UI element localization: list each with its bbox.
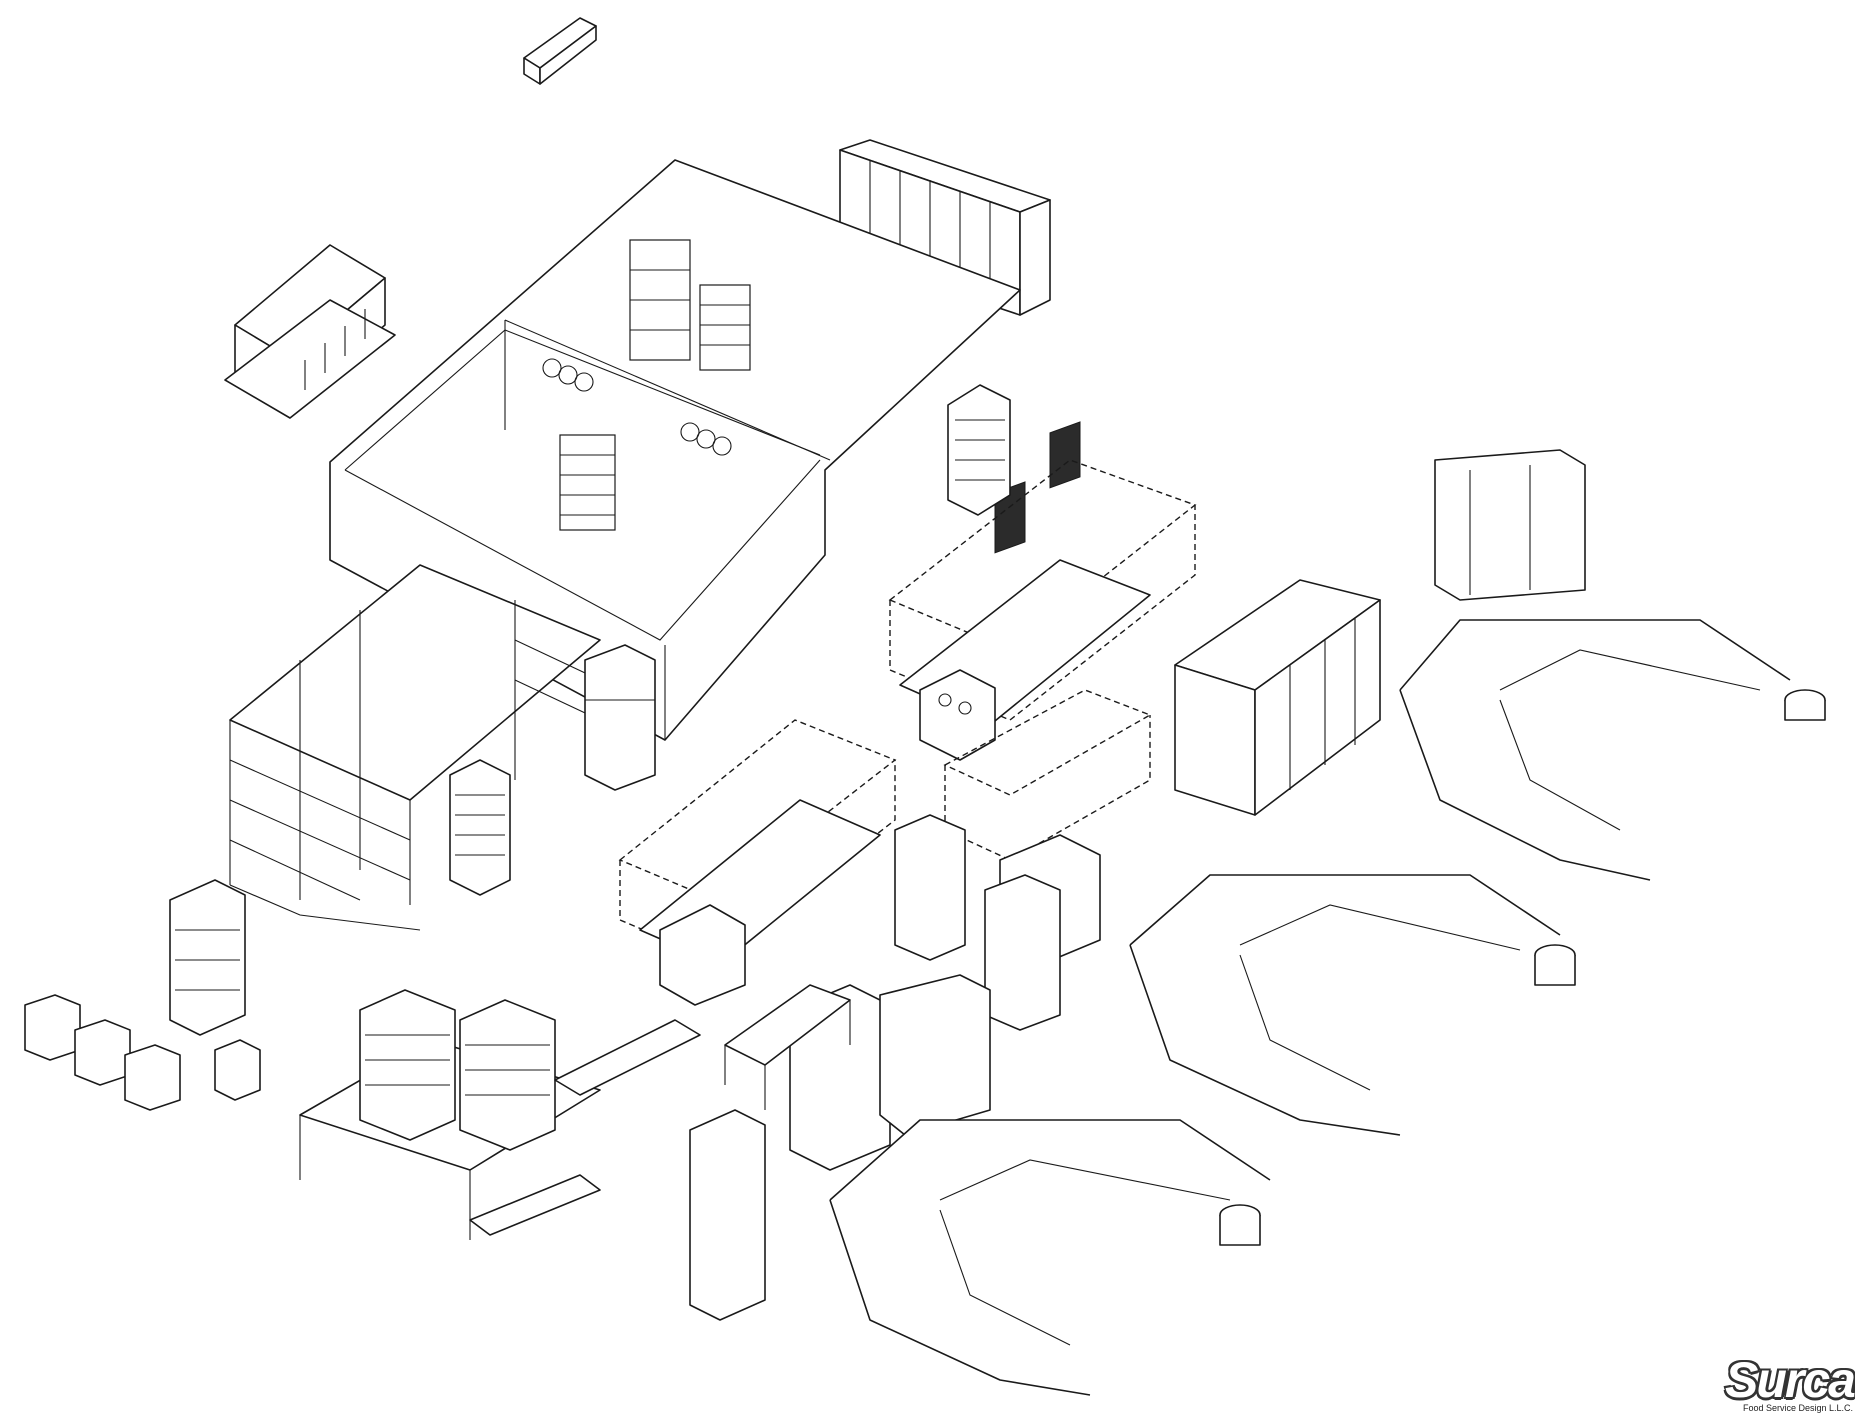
serving-counter-right bbox=[1399, 619, 1826, 881]
reach-in-top-right bbox=[1434, 449, 1586, 601]
logo-wordmark: Surcan bbox=[1725, 1352, 1855, 1408]
serving-counter-middle bbox=[1129, 874, 1576, 1136]
serving-counter-lower bbox=[829, 1119, 1271, 1396]
dish-room-area bbox=[299, 989, 701, 1240]
speed-rack bbox=[449, 759, 511, 896]
ice-machine bbox=[584, 644, 656, 791]
roll-in-rack bbox=[947, 384, 1011, 516]
reach-in-coolers-right bbox=[1174, 579, 1381, 816]
walk-in-cooler-freezer bbox=[329, 159, 1081, 741]
condensing-unit bbox=[224, 244, 396, 419]
cook-line-upper bbox=[888, 459, 1197, 761]
logo-tagline: Food Service Design L.L.C. bbox=[1743, 1403, 1854, 1413]
exhaust-duct-piece bbox=[523, 17, 597, 85]
company-logo: Surcan Food Service Design L.L.C. bbox=[1715, 1351, 1855, 1421]
dish-carts bbox=[24, 879, 261, 1111]
cook-line-lower bbox=[618, 719, 897, 1006]
tall-storage-cabinet bbox=[689, 1109, 766, 1321]
prep-table-center bbox=[724, 984, 851, 1110]
storage-shelving bbox=[229, 564, 601, 931]
reach-in-cooler-center bbox=[789, 814, 1061, 1171]
